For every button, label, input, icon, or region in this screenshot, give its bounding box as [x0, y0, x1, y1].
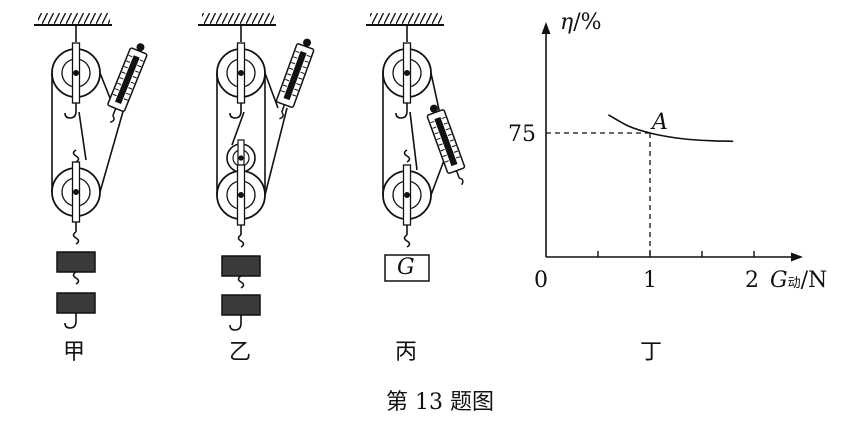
point-a-label: A: [652, 110, 668, 135]
y-axis-symbol: η: [560, 10, 574, 35]
x-axis-unit: /N: [800, 268, 828, 293]
label-jia: 甲: [63, 340, 86, 365]
x-tick-2: 2: [745, 268, 759, 293]
weight-block: [221, 294, 261, 316]
x-axis-label: G动/N: [770, 268, 827, 293]
setup-yi: [198, 13, 318, 331]
setup-bing: [366, 13, 471, 282]
x-axis-subscript: 动: [787, 276, 801, 291]
y-axis-label: η/%: [560, 10, 602, 35]
y-tick-75: 75: [508, 122, 536, 147]
weight-block: [56, 292, 96, 314]
fixed-pulley: [51, 42, 101, 104]
fixed-pulley: [382, 42, 432, 104]
movable-pulley: [51, 161, 101, 223]
y-axis-arrow: [541, 22, 551, 34]
efficiency-chart: [541, 22, 803, 262]
x-tick-0: 0: [534, 268, 548, 293]
spring-scale: [100, 40, 151, 127]
weight-box: [384, 254, 430, 282]
label-bing: 丙: [395, 340, 418, 365]
label-ding: 丁: [640, 340, 663, 365]
movable-pulley: [216, 164, 266, 226]
weight-block: [221, 255, 261, 277]
weight-label: G: [397, 255, 415, 280]
setup-jia: [34, 13, 151, 329]
label-yi: 乙: [229, 340, 252, 365]
x-axis-symbol: G: [770, 268, 788, 293]
figure-caption: 第 13 题图: [386, 390, 494, 415]
fixed-pulley: [216, 42, 266, 104]
spring-scale: [270, 35, 318, 123]
y-axis-unit: /%: [573, 10, 602, 35]
efficiency-curve: [608, 114, 734, 143]
weight-block: [56, 251, 96, 273]
spring-scale: [423, 101, 471, 189]
x-tick-1: 1: [643, 268, 657, 293]
movable-pulley: [382, 164, 432, 226]
x-axis-arrow: [791, 252, 803, 262]
